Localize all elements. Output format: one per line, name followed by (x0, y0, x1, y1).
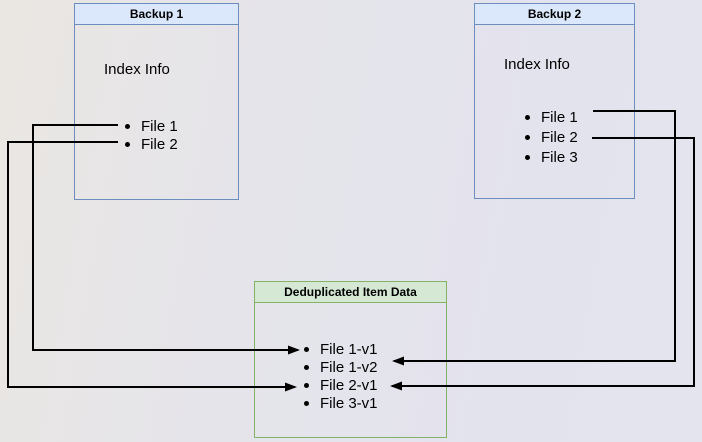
file-label: File 2 (541, 128, 578, 146)
list-item: File 1 (525, 107, 578, 127)
backup1-file-list: File 1 File 2 (125, 117, 178, 153)
dedup-item-label: File 3-v1 (320, 394, 378, 412)
list-item: File 1-v2 (304, 358, 378, 376)
bullet-icon (525, 154, 530, 160)
dedup-box: Deduplicated Item Data File 1-v1 File 1-… (254, 281, 447, 438)
bullet-icon (125, 141, 130, 147)
list-item: File 3-v1 (304, 394, 378, 412)
file-label: File 1 (541, 108, 578, 126)
dedup-item-label: File 2-v1 (320, 376, 378, 394)
bullet-icon (125, 123, 130, 129)
bullet-icon (304, 400, 309, 406)
list-item: File 3 (525, 147, 578, 167)
bullet-icon (525, 134, 530, 140)
list-item: File 2 (525, 127, 578, 147)
dedup-item-label: File 1-v1 (320, 340, 378, 358)
bullet-icon (304, 364, 309, 370)
list-item: File 1-v1 (304, 340, 378, 358)
dedup-item-list: File 1-v1 File 1-v2 File 2-v1 File 3-v1 (304, 340, 378, 412)
bullet-icon (304, 346, 309, 352)
bullet-icon (304, 382, 309, 388)
backup1-index-info-label: Index Info (104, 61, 170, 78)
bullet-icon (525, 114, 530, 120)
backup2-index-info-label: Index Info (504, 56, 570, 73)
file-label: File 3 (541, 148, 578, 166)
list-item: File 1 (125, 117, 178, 135)
list-item: File 2-v1 (304, 376, 378, 394)
list-item: File 2 (125, 135, 178, 153)
backup1-title: Backup 1 (75, 4, 238, 25)
dedup-item-label: File 1-v2 (320, 358, 378, 376)
backup2-title: Backup 2 (475, 4, 634, 25)
backup2-box: Backup 2 Index Info File 1 File 2 File 3 (474, 3, 635, 199)
file-label: File 1 (141, 117, 178, 135)
dedup-title: Deduplicated Item Data (255, 282, 446, 303)
backup1-box: Backup 1 Index Info File 1 File 2 (74, 3, 239, 200)
backup2-file-list: File 1 File 2 File 3 (525, 107, 578, 167)
file-label: File 2 (141, 135, 178, 153)
